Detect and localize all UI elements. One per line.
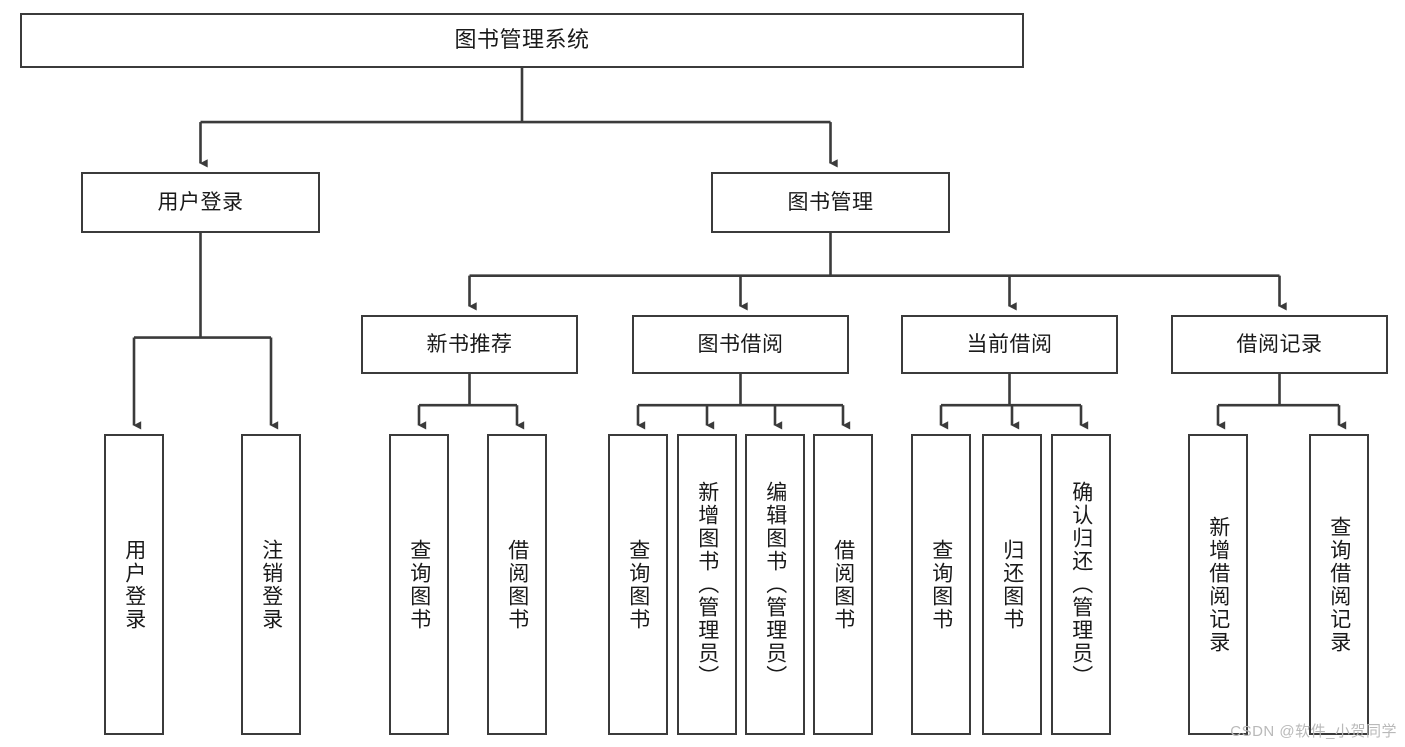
node-leaf-borrow-book-2[interactable]: 借阅图书: [813, 434, 873, 735]
node-root[interactable]: 图书管理系统: [20, 13, 1024, 68]
node-borrow-record-label: 借阅记录: [1236, 332, 1323, 356]
node-leaf-query-book-3-label: 查询图书: [929, 538, 953, 631]
node-leaf-add-record[interactable]: 新增借阅记录: [1188, 434, 1248, 735]
node-leaf-add-book-label: 新增图书（管理员）: [695, 481, 719, 688]
node-leaf-confirm-return-label: 确认归还（管理员）: [1069, 481, 1093, 688]
node-leaf-user-logout-label: 注销登录: [259, 538, 283, 631]
node-user-login-label: 用户登录: [157, 190, 244, 214]
node-leaf-user-logout[interactable]: 注销登录: [241, 434, 301, 735]
node-leaf-confirm-return[interactable]: 确认归还（管理员）: [1051, 434, 1111, 735]
node-user-login[interactable]: 用户登录: [81, 172, 320, 233]
node-leaf-query-book-3[interactable]: 查询图书: [911, 434, 971, 735]
node-leaf-query-record[interactable]: 查询借阅记录: [1309, 434, 1369, 735]
node-book-borrow-label: 图书借阅: [697, 332, 784, 356]
node-leaf-borrow-book-1-label: 借阅图书: [505, 538, 529, 631]
node-leaf-query-record-label: 查询借阅记录: [1327, 515, 1351, 654]
node-current-borrow[interactable]: 当前借阅: [901, 315, 1118, 374]
node-leaf-user-login-label: 用户登录: [122, 538, 146, 631]
node-borrow-record[interactable]: 借阅记录: [1171, 315, 1388, 374]
node-book-manage-label: 图书管理: [787, 190, 874, 214]
node-leaf-user-login[interactable]: 用户登录: [104, 434, 164, 735]
node-leaf-add-record-label: 新增借阅记录: [1206, 515, 1230, 654]
node-current-borrow-label: 当前借阅: [966, 332, 1053, 356]
node-leaf-add-book[interactable]: 新增图书（管理员）: [677, 434, 737, 735]
node-root-label: 图书管理系统: [454, 27, 590, 53]
node-leaf-query-book-2[interactable]: 查询图书: [608, 434, 668, 735]
node-new-book-rec[interactable]: 新书推荐: [361, 315, 578, 374]
node-leaf-borrow-book-2-label: 借阅图书: [831, 538, 855, 631]
watermark-text: CSDN @软件_小贺同学: [1230, 723, 1397, 740]
node-leaf-borrow-book-1[interactable]: 借阅图书: [487, 434, 547, 735]
node-leaf-return-book-label: 归还图书: [1000, 538, 1024, 631]
node-leaf-query-book-1-label: 查询图书: [407, 538, 431, 631]
node-leaf-edit-book[interactable]: 编辑图书（管理员）: [745, 434, 805, 735]
node-book-manage[interactable]: 图书管理: [711, 172, 950, 233]
node-new-book-rec-label: 新书推荐: [426, 332, 513, 356]
node-leaf-query-book-1[interactable]: 查询图书: [389, 434, 449, 735]
node-leaf-query-book-2-label: 查询图书: [626, 538, 650, 631]
node-leaf-return-book[interactable]: 归还图书: [982, 434, 1042, 735]
node-book-borrow[interactable]: 图书借阅: [632, 315, 849, 374]
node-leaf-edit-book-label: 编辑图书（管理员）: [763, 481, 787, 688]
